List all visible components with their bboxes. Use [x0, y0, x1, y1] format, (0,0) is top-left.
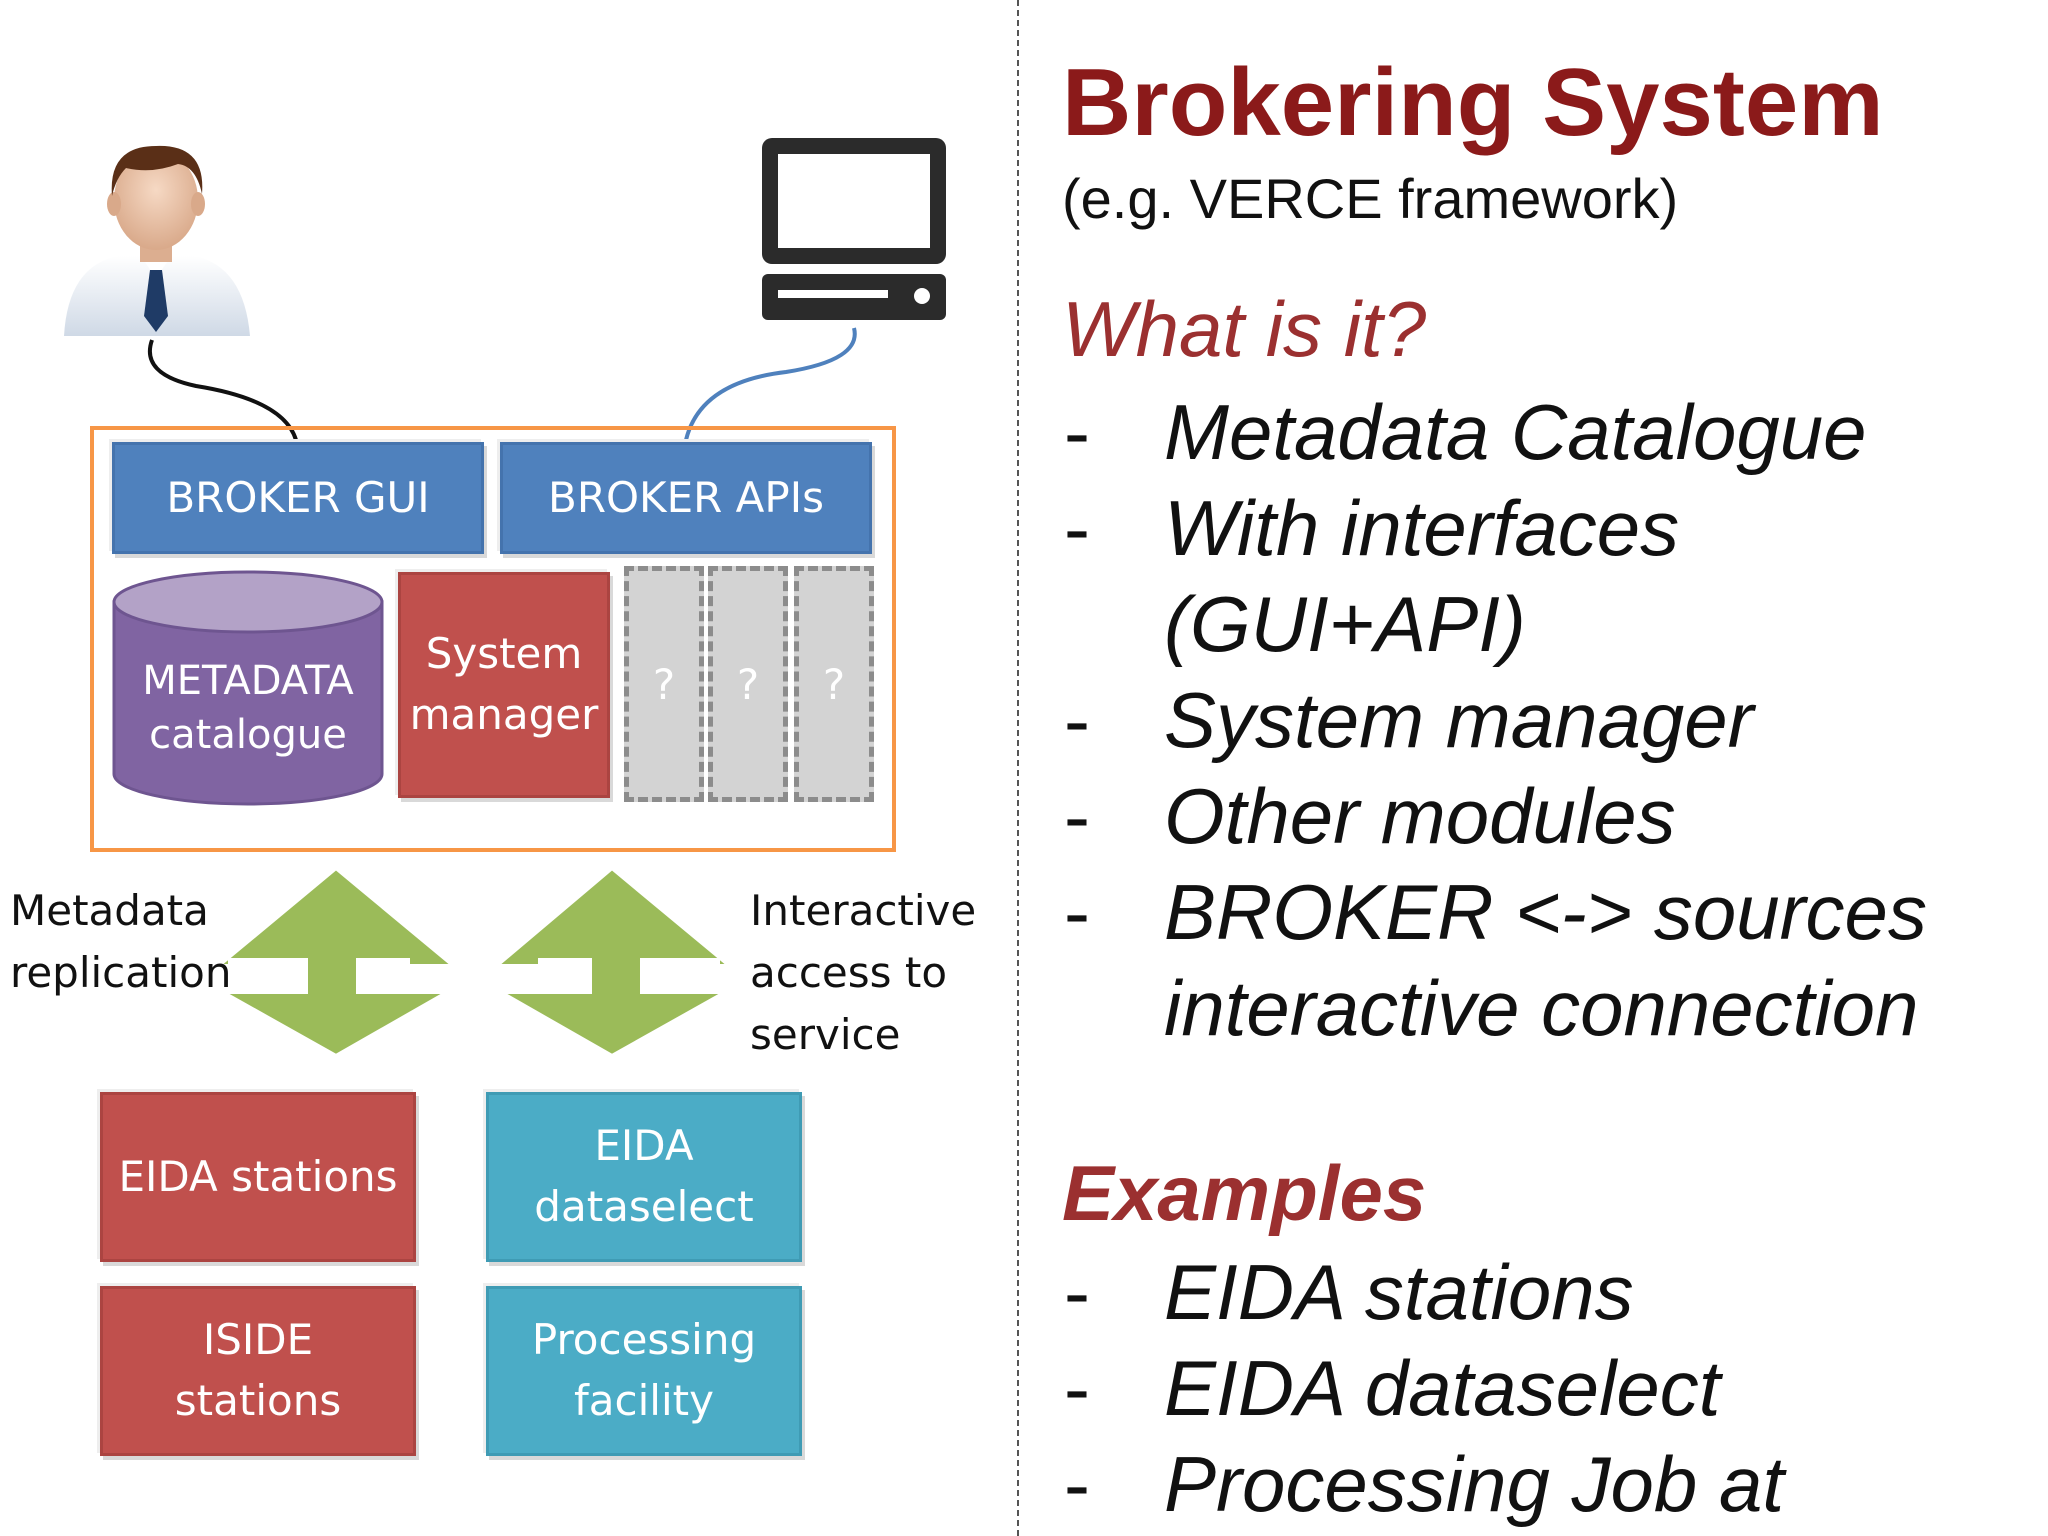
- list-item: - Other modules: [1058, 768, 2018, 864]
- examples-list: - EIDA stations - EIDA dataselect - Proc…: [1058, 1244, 2018, 1532]
- vertical-divider: [1017, 0, 1019, 1536]
- page-title: Brokering System: [1062, 49, 1884, 156]
- bullet-dash: -: [1064, 388, 1090, 476]
- broker-apis-box[interactable]: BROKER APIs: [500, 442, 872, 554]
- list-item: - EIDA stations: [1058, 1244, 2018, 1340]
- processing-facility-label: Processing facility: [531, 1315, 757, 1425]
- bullet-dash: -: [1064, 868, 1090, 956]
- bullet-dash: -: [1064, 676, 1090, 764]
- bullet-dash: -: [1064, 484, 1090, 572]
- unknown-module-3-label: ?: [822, 659, 846, 709]
- unknown-module-2-label: ?: [736, 659, 760, 709]
- processing-facility-box[interactable]: Processing facility: [486, 1286, 802, 1456]
- list-item: - With interfaces (GUI+API): [1058, 480, 2018, 672]
- computer-cable: [684, 327, 857, 441]
- list-item-text: With interfaces (GUI+API): [1164, 484, 1680, 668]
- iside-stations-box[interactable]: ISIDE stations: [100, 1286, 416, 1456]
- metadata-catalogue-cylinder[interactable]: METADATA catalogue: [110, 568, 386, 808]
- system-manager-label: System manager: [409, 629, 599, 739]
- list-item-text: Processing Job at: [1164, 1440, 1785, 1528]
- broker-gui-box[interactable]: BROKER GUI: [112, 442, 484, 554]
- metadata-replication-label: Metadata replication: [10, 886, 232, 997]
- bullet-dash: -: [1064, 772, 1090, 860]
- eida-dataselect-label: EIDA dataselect: [534, 1121, 754, 1231]
- list-item-text: EIDA dataselect: [1164, 1344, 1721, 1432]
- system-manager-box[interactable]: System manager: [398, 572, 610, 798]
- list-item-text: System manager: [1164, 676, 1754, 764]
- connection-cables: [147, 327, 857, 441]
- interactive-access-label: Interactive access to service: [750, 886, 977, 1059]
- list-item: - Metadata Catalogue: [1058, 384, 2018, 480]
- unknown-module-1[interactable]: ?: [624, 566, 704, 802]
- list-item-text: Metadata Catalogue: [1164, 388, 1867, 476]
- list-item: - BROKER <-> sources interactive connect…: [1058, 864, 2018, 1056]
- bullet-dash: -: [1064, 1344, 1090, 1432]
- metadata-replication-arrow: [216, 866, 454, 1059]
- examples-heading: Examples: [1062, 1149, 1427, 1237]
- computer-monitor-icon: [762, 138, 946, 320]
- eida-stations-label: EIDA stations: [118, 1151, 398, 1201]
- interactive-access-arrow: [494, 866, 732, 1059]
- list-item: - EIDA dataselect: [1058, 1340, 2018, 1436]
- metadata-catalogue-label: METADATA catalogue: [142, 658, 354, 758]
- list-item: - System manager: [1058, 672, 2018, 768]
- unknown-module-1-label: ?: [652, 659, 676, 709]
- list-item: - Processing Job at: [1058, 1436, 2018, 1532]
- list-item-text: EIDA stations: [1164, 1248, 1634, 1336]
- list-item-text: Other modules: [1164, 772, 1676, 860]
- bullet-dash: -: [1064, 1440, 1090, 1528]
- unknown-module-3[interactable]: ?: [794, 566, 874, 802]
- user-avatar-icon: [64, 145, 250, 336]
- broker-gui-label: BROKER GUI: [166, 472, 430, 522]
- list-item-text: BROKER <-> sources interactive connectio…: [1164, 868, 1927, 1052]
- broker-frame: [90, 426, 896, 852]
- page-subtitle: (e.g. VERCE framework): [1062, 167, 1679, 230]
- unknown-module-2[interactable]: ?: [708, 566, 788, 802]
- user-cable: [147, 339, 298, 441]
- what-is-it-list: - Metadata Catalogue - With interfaces (…: [1058, 384, 2018, 1056]
- eida-dataselect-box[interactable]: EIDA dataselect: [486, 1092, 802, 1262]
- iside-stations-label: ISIDE stations: [174, 1315, 342, 1425]
- bullet-dash: -: [1064, 1248, 1090, 1336]
- eida-stations-box[interactable]: EIDA stations: [100, 1092, 416, 1262]
- broker-apis-label: BROKER APIs: [548, 472, 824, 522]
- what-is-it-heading: What is it?: [1062, 285, 1427, 373]
- cylinder-shape: [112, 570, 384, 806]
